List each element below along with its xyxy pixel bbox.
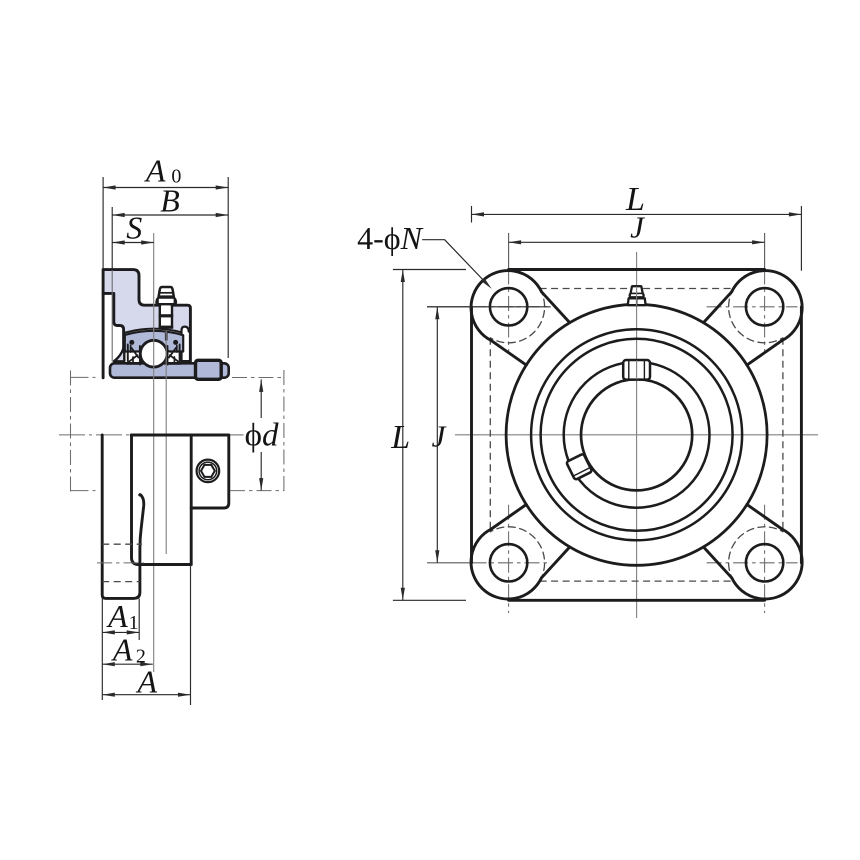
svg-text:L: L — [625, 181, 645, 218]
svg-text:B: B — [160, 183, 180, 219]
svg-text:4-ϕN: 4-ϕN — [357, 220, 424, 256]
svg-text:S: S — [126, 210, 142, 246]
svg-text:A: A — [111, 632, 133, 668]
svg-text:ϕd: ϕd — [245, 418, 279, 454]
svg-text:A: A — [106, 598, 128, 634]
svg-text:1: 1 — [129, 612, 139, 634]
svg-text:A: A — [136, 664, 158, 700]
svg-text:0: 0 — [171, 166, 181, 188]
svg-text:L: L — [390, 419, 410, 456]
svg-text:2: 2 — [136, 646, 146, 668]
svg-text:J: J — [630, 210, 645, 245]
svg-text:A: A — [144, 153, 166, 189]
svg-text:J: J — [432, 419, 447, 454]
